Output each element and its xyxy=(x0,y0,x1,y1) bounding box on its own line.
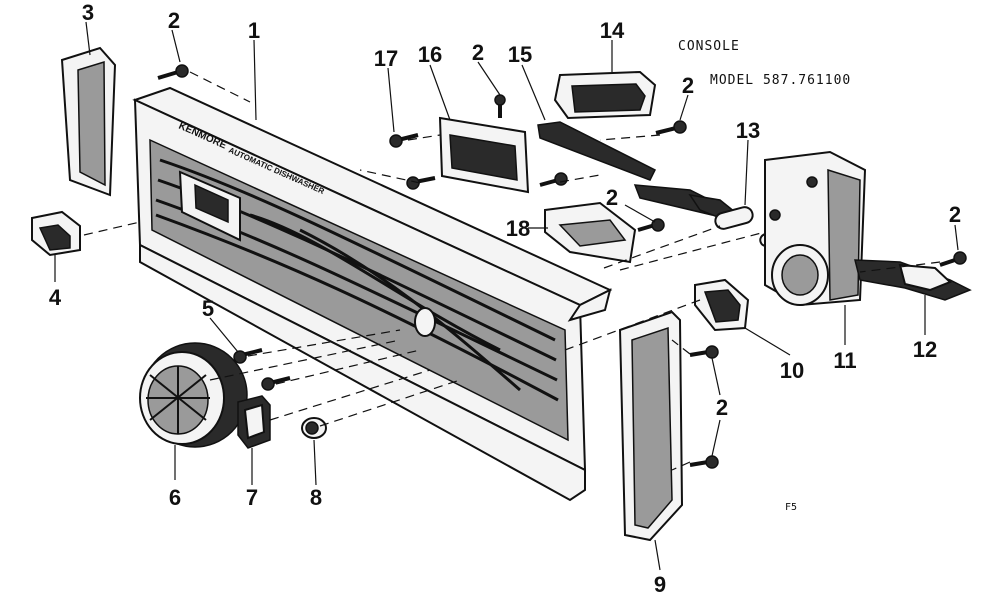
screw-top-left xyxy=(157,64,189,80)
callout-2-right: 2 xyxy=(682,73,694,98)
bracket-14 xyxy=(553,70,657,120)
screw-plate-right xyxy=(539,172,568,187)
callout-5: 5 xyxy=(202,296,214,321)
callout-2: 2 xyxy=(168,8,180,33)
screw-mid xyxy=(637,218,665,232)
callout-9: 9 xyxy=(654,572,666,597)
footer-mark: F5 xyxy=(785,502,797,513)
screw-17 xyxy=(389,133,419,148)
screw-top-center xyxy=(494,94,506,118)
assembly-lines xyxy=(83,71,941,471)
callout-2-top: 2 xyxy=(472,40,484,65)
callout-17: 17 xyxy=(374,46,398,71)
callout-2-far: 2 xyxy=(949,202,961,227)
callout-10: 10 xyxy=(780,358,804,383)
harness-12 xyxy=(854,259,972,301)
wood-grain xyxy=(155,158,559,402)
callout-4: 4 xyxy=(49,285,62,310)
callout-3: 3 xyxy=(82,0,94,25)
callout-14: 14 xyxy=(600,18,625,43)
screw-endcap-lower xyxy=(689,455,719,469)
callout-13: 13 xyxy=(736,118,760,143)
mounting-plate-16 xyxy=(438,116,530,194)
callouts: 3 2 1 4 5 6 7 8 9 10 11 12 13 14 15 16 1… xyxy=(49,0,961,597)
end-cap-right xyxy=(618,310,684,542)
screw-right xyxy=(939,251,967,267)
end-cap-left xyxy=(60,46,117,197)
callout-18: 18 xyxy=(506,216,530,241)
model-number: MODEL 587.761100 xyxy=(710,73,851,88)
button-8 xyxy=(301,417,327,439)
diagram-title: CONSOLE xyxy=(678,39,740,54)
screw-plate-left xyxy=(406,176,436,190)
callout-6: 6 xyxy=(169,485,181,510)
knob-hole xyxy=(414,307,436,337)
lever-15 xyxy=(537,121,657,181)
callout-2-mid: 2 xyxy=(606,185,618,210)
screw-5 xyxy=(233,348,263,364)
screw-5b xyxy=(261,376,291,391)
callout-16: 16 xyxy=(418,42,442,67)
switch-4 xyxy=(31,210,81,257)
switch-10 xyxy=(694,278,750,332)
callout-1: 1 xyxy=(248,18,260,43)
leader-lines xyxy=(54,21,959,571)
callout-15: 15 xyxy=(508,42,532,67)
callout-7: 7 xyxy=(246,485,258,510)
console-panel: KENMORE AUTOMATIC DISHWASHER xyxy=(132,86,613,502)
timer-11 xyxy=(764,150,867,307)
rocker-switch-7 xyxy=(237,395,271,449)
callout-11: 11 xyxy=(833,348,856,373)
timer-knob xyxy=(139,342,248,448)
callout-2-endcap: 2 xyxy=(716,395,728,420)
screw-top-right xyxy=(655,120,687,135)
callout-8: 8 xyxy=(310,485,322,510)
callout-12: 12 xyxy=(913,337,937,362)
screw-endcap-upper xyxy=(689,345,719,359)
bracket-18 xyxy=(544,201,637,264)
